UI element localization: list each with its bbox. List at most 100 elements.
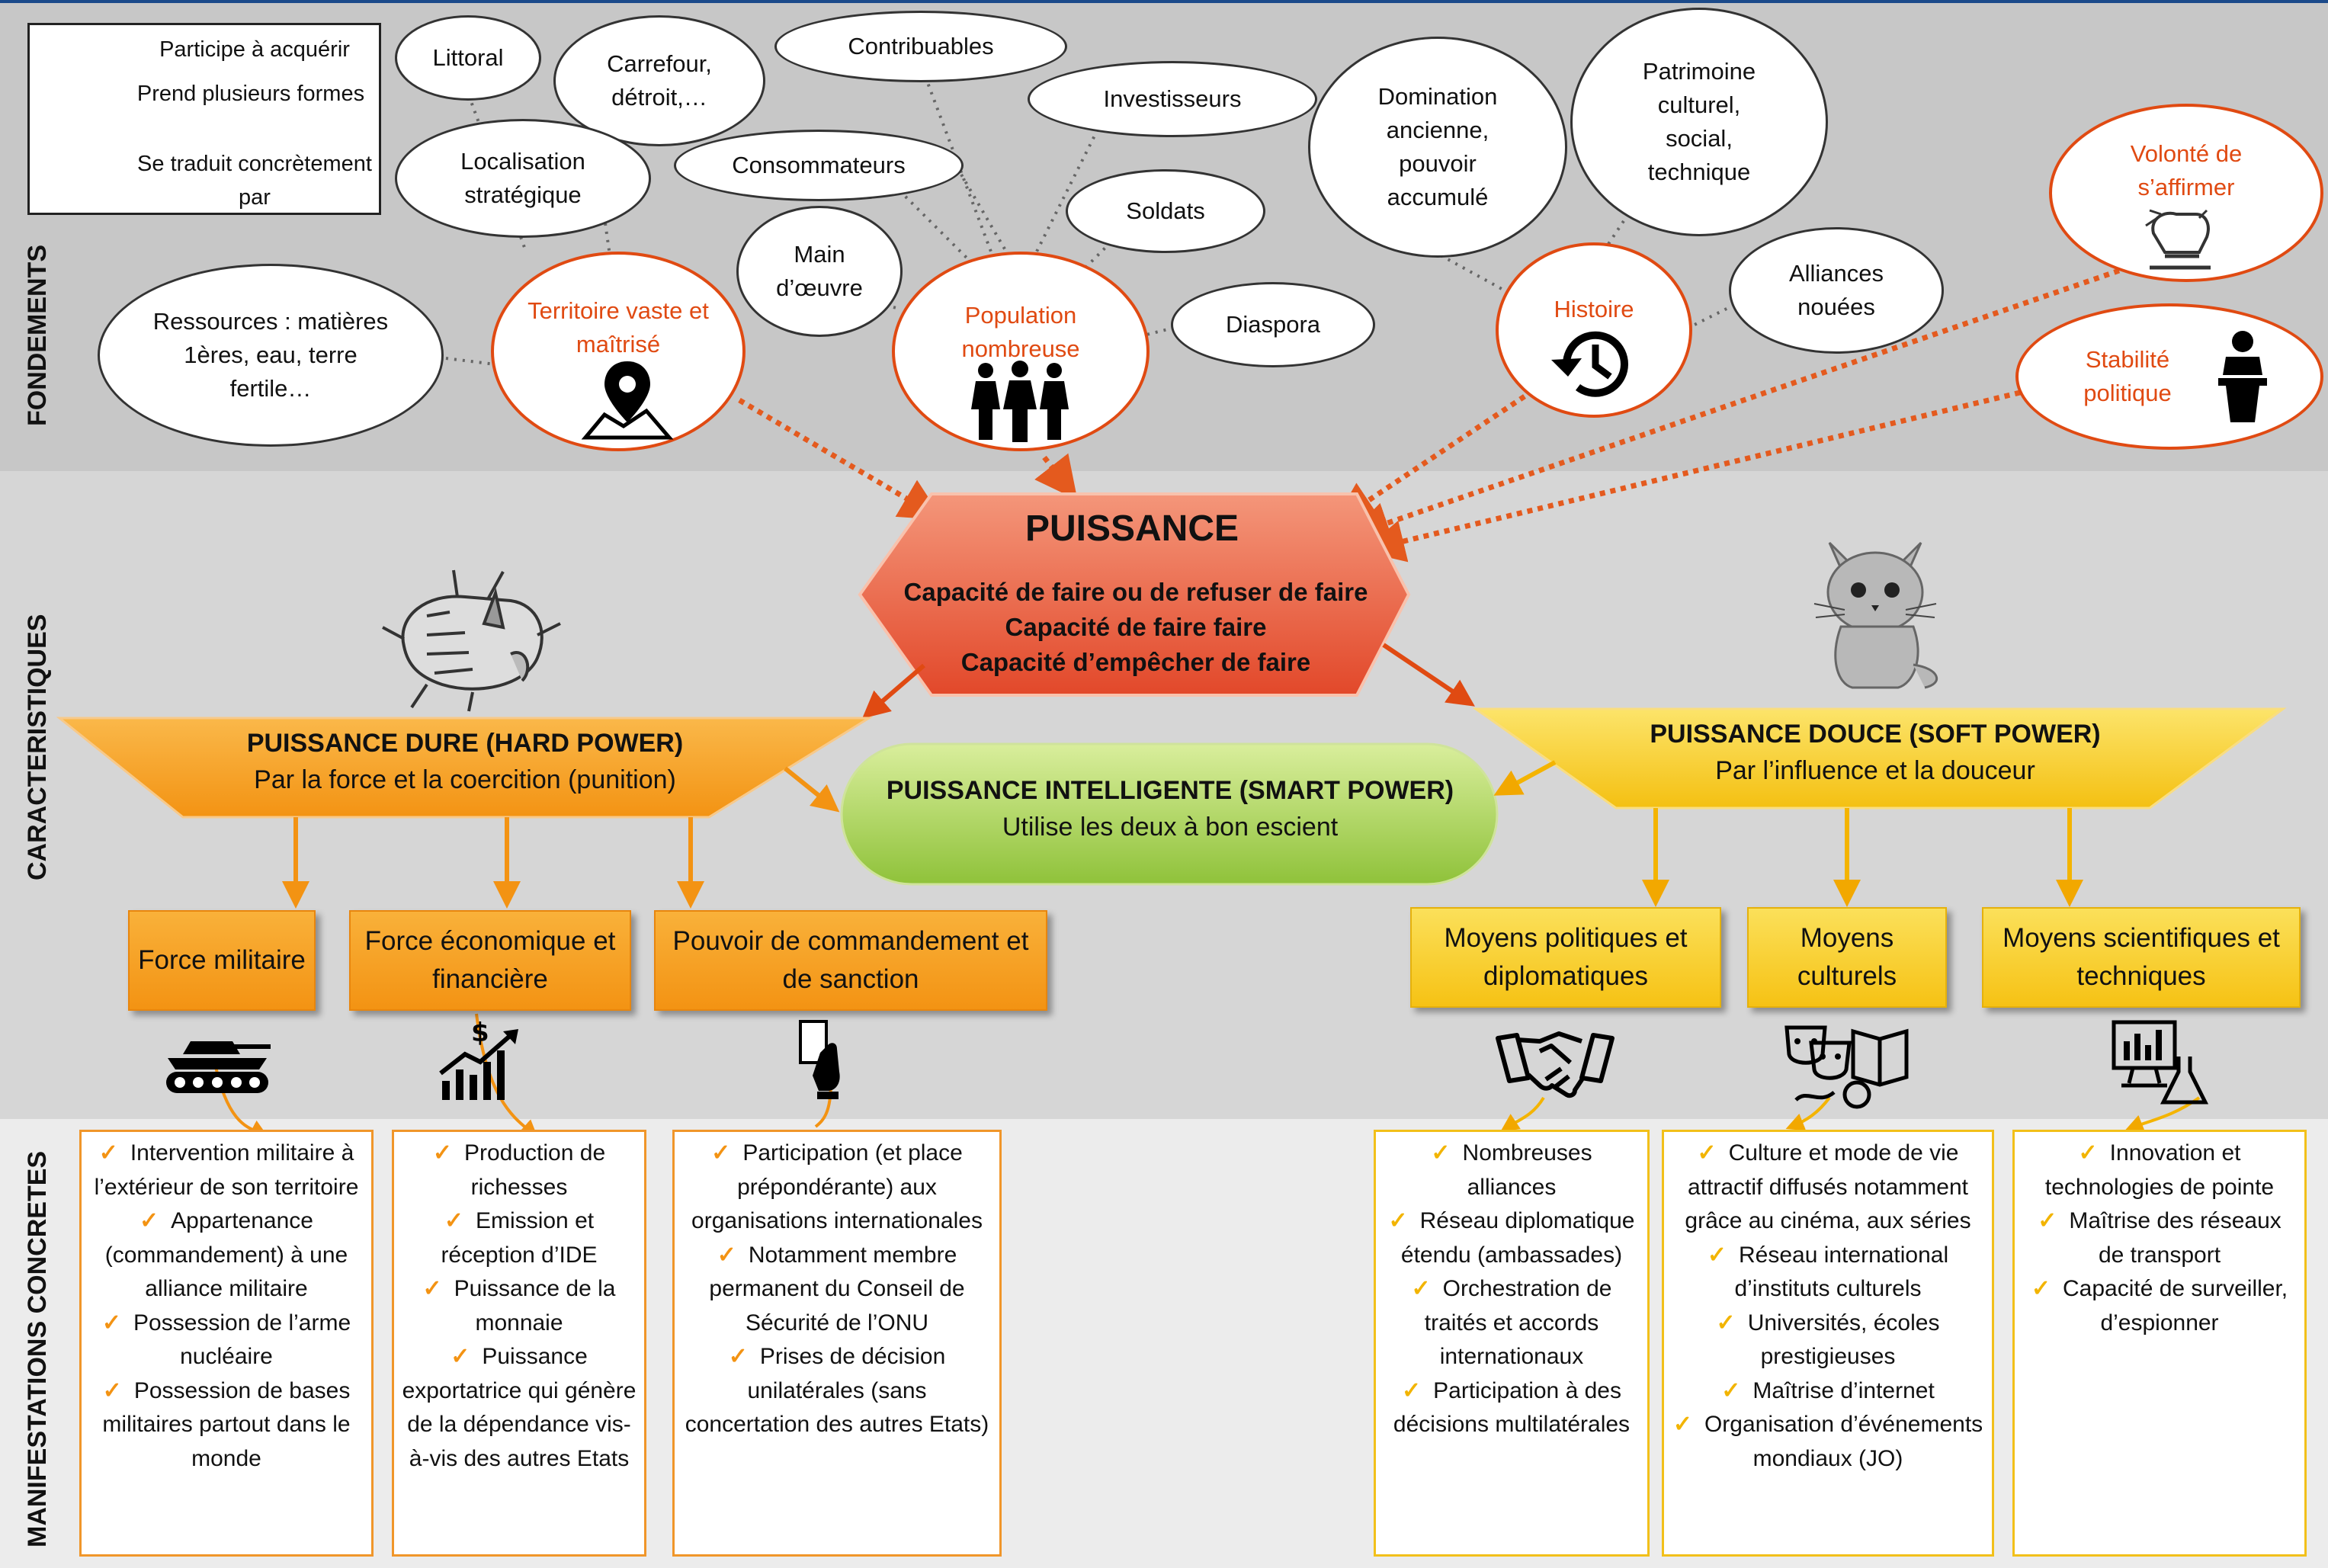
manifestation-item-text: Réseau diplomatique étendu (ambassades) — [1400, 1208, 1635, 1268]
manifestation-item-text: Possession de bases militaires partout d… — [102, 1377, 351, 1471]
bubble-littoral: Littoral — [395, 15, 541, 101]
manifestation-item-text: Prises de décision unilatérales (sans co… — [685, 1344, 989, 1437]
manifestation-item-text: Nombreuses alliances — [1462, 1140, 1592, 1200]
manifestation-item-text: Production de richesses — [464, 1140, 606, 1200]
bubble-alliances: Alliances nouées — [1729, 227, 1944, 354]
hard-power-title: PUISSANCE DURE (HARD POWER) — [246, 729, 684, 758]
science-screen-flask-icon — [2112, 1020, 2209, 1105]
manifestation-commandement: ✓Participation (et place prépondérante) … — [672, 1130, 1002, 1557]
bubble-diaspora: Diaspora — [1171, 282, 1375, 367]
manifestation-item: ✓Production de richesses — [432, 1140, 606, 1200]
bubble-diaspora-text: Diaspora — [1225, 311, 1321, 338]
bubble-population: Population nombreuse — [892, 252, 1150, 451]
bubble-histoire: Histoire — [1496, 242, 1692, 418]
manifestation-item-text: Maîtrise des réseaux de transport — [2069, 1208, 2282, 1268]
manifestation-item: ✓Possession de bases militaires partout … — [102, 1377, 351, 1471]
bubble-territoire: Territoire vaste et maîtrisé — [491, 252, 746, 451]
box-commandement-text: Pouvoir de commandement et de sanction — [672, 926, 1029, 994]
soft-power-title: PUISSANCE DOUCE (SOFT POWER) — [1650, 720, 2101, 749]
bubble-volonte-text: Volonté de s’affirmer — [2130, 140, 2243, 200]
manifestation-item-text: Orchestration de traités et accords inte… — [1424, 1276, 1612, 1369]
manifestation-item-text: Réseau international d’instituts culture… — [1734, 1242, 1949, 1302]
culture-masks-book-icon — [1784, 1025, 1909, 1109]
manifestation-item: ✓Capacité de surveiller, d’espionner — [2031, 1276, 2288, 1336]
manifestation-item: ✓Possession de l’arme nucléaire — [101, 1310, 351, 1370]
history-clock-icon — [1551, 331, 1628, 397]
bubble-stabilite-text: Stabilité politique — [2083, 346, 2172, 406]
bubble-consommateurs-text: Consommateurs — [732, 152, 906, 178]
smart-power-subtitle: Utilise les deux à bon escient — [1002, 813, 1339, 842]
manifestation-item: ✓Emission et réception d’IDE — [441, 1208, 598, 1268]
bubble-consommateurs: Consommateurs — [674, 130, 964, 201]
bubble-investisseurs-text: Investisseurs — [1103, 85, 1242, 112]
kitten-icon — [1813, 541, 1938, 689]
puissance-line-2: Capacité de faire faire — [1005, 613, 1267, 641]
manifestation-item: ✓Universités, écoles prestigieuses — [1716, 1310, 1940, 1370]
box-force-militaire: Force militaire — [128, 910, 316, 1011]
puissance-title: PUISSANCE — [1025, 508, 1239, 549]
bubble-population-text: Population nombreuse — [961, 302, 1080, 362]
bubble-territoire-text: Territoire vaste et maîtrisé — [527, 297, 709, 358]
box-moyens-culturels-text: Moyens culturels — [1797, 923, 1897, 991]
manifestation-item: ✓Puissance de la monnaie — [422, 1276, 616, 1336]
smart-power-title: PUISSANCE INTELLIGENTE (SMART POWER) — [886, 776, 1454, 805]
box-force-economique: Force économique et financière — [349, 910, 631, 1011]
box-moyens-scientifiques-text: Moyens scientifiques et techniques — [2003, 923, 2280, 991]
fist-table-icon — [2145, 209, 2211, 270]
bubble-localisation-text: Localisation stratégique — [460, 148, 585, 208]
map-pin-icon — [581, 361, 674, 440]
box-moyens-politiques-text: Moyens politiques et diplomatiques — [1444, 923, 1688, 991]
manifestation-item: ✓Prises de décision unilatérales (sans c… — [685, 1344, 989, 1437]
manifestation-item-text: Emission et réception d’IDE — [441, 1208, 598, 1268]
manifestation-scientifiques: ✓Innovation et technologies de pointe ✓M… — [2012, 1130, 2307, 1557]
manifestation-item: ✓Réseau diplomatique étendu (ambassades) — [1388, 1208, 1635, 1268]
bubble-main-oeuvre: Main d’œuvre — [736, 206, 903, 337]
manifestation-item: ✓Orchestration de traités et accords int… — [1411, 1276, 1612, 1369]
manifestation-item: ✓Intervention militaire à l’extérieur de… — [94, 1140, 359, 1200]
manifestation-politiques: ✓Nombreuses alliances ✓Réseau diplomatiq… — [1374, 1130, 1650, 1557]
bubble-domination: Domination ancienne, pouvoir accumulé — [1308, 37, 1567, 258]
manifestation-militaire: ✓Intervention militaire à l’extérieur de… — [79, 1130, 374, 1557]
manifestation-item: ✓Maîtrise d’internet — [1721, 1377, 1935, 1403]
manifestation-item: ✓Notamment membre permanent du Conseil d… — [709, 1242, 965, 1336]
bubble-main-oeuvre-text: Main d’œuvre — [776, 241, 863, 301]
finance-growth-icon: $ — [439, 1020, 518, 1100]
sanction-hand-card-icon — [799, 1020, 840, 1099]
bubble-investisseurs: Investisseurs — [1028, 61, 1317, 137]
manifestation-item: ✓Nombreuses alliances — [1431, 1140, 1592, 1200]
bubble-soldats-text: Soldats — [1126, 197, 1205, 224]
manifestation-item-text: Culture et mode de vie attractif diffusé… — [1685, 1140, 1971, 1233]
handshake-icon — [1496, 1031, 1615, 1098]
manifestation-item: ✓Participation (et place prépondérante) … — [691, 1140, 983, 1233]
manifestation-item-text: Maîtrise d’internet — [1752, 1377, 1935, 1403]
manifestation-item: ✓Participation à des décisions multilaté… — [1393, 1377, 1631, 1438]
bubble-stabilite: Stabilité politique — [2015, 303, 2323, 450]
legend-concrete: Se traduit concrètement par — [137, 152, 372, 210]
manifestation-item-text: Puissance exportatrice qui génère de la … — [402, 1344, 637, 1471]
manifestation-item-text: Appartenance (commandement) à une allian… — [104, 1208, 348, 1301]
box-moyens-politiques: Moyens politiques et diplomatiques — [1410, 907, 1721, 1008]
people-icon — [971, 361, 1069, 442]
manifestation-item-text: Participation à des décisions multilatér… — [1393, 1377, 1631, 1438]
bubble-alliances-text: Alliances nouées — [1788, 260, 1884, 320]
manifestation-item: ✓Réseau international d’instituts cultur… — [1707, 1242, 1949, 1302]
legend-forms: Prend plusieurs formes — [136, 82, 365, 106]
bubble-patrimoine-text: Patrimoine culturel, social, technique — [1642, 58, 1756, 185]
manifestation-item-text: Universités, écoles prestigieuses — [1747, 1310, 1940, 1370]
manifestation-item-text: Organisation d’événements mondiaux (JO) — [1704, 1412, 1983, 1471]
tank-icon — [166, 1041, 271, 1093]
manifestation-item-text: Possession de l’arme nucléaire — [133, 1310, 351, 1370]
box-commandement: Pouvoir de commandement et de sanction — [654, 910, 1047, 1011]
bubble-ressources-text: Ressources : matières 1ères, eau, terre … — [152, 308, 389, 402]
manifestation-item-text: Puissance de la monnaie — [454, 1276, 616, 1336]
manifestation-culturels: ✓Culture et mode de vie attractif diffus… — [1662, 1130, 1994, 1557]
bubble-carrefour-text: Carrefour, détroit,… — [607, 50, 712, 111]
box-moyens-culturels: Moyens culturels — [1747, 907, 1947, 1008]
bubble-soldats: Soldats — [1066, 169, 1265, 253]
puissance-line-1: Capacité de faire ou de refuser de faire — [903, 578, 1368, 606]
manifestation-item-text: Notamment membre permanent du Conseil de… — [709, 1242, 965, 1336]
bubble-volonte: Volonté de s’affirmer — [2049, 104, 2323, 282]
legend-acquire: Participe à acquérir — [159, 37, 350, 62]
